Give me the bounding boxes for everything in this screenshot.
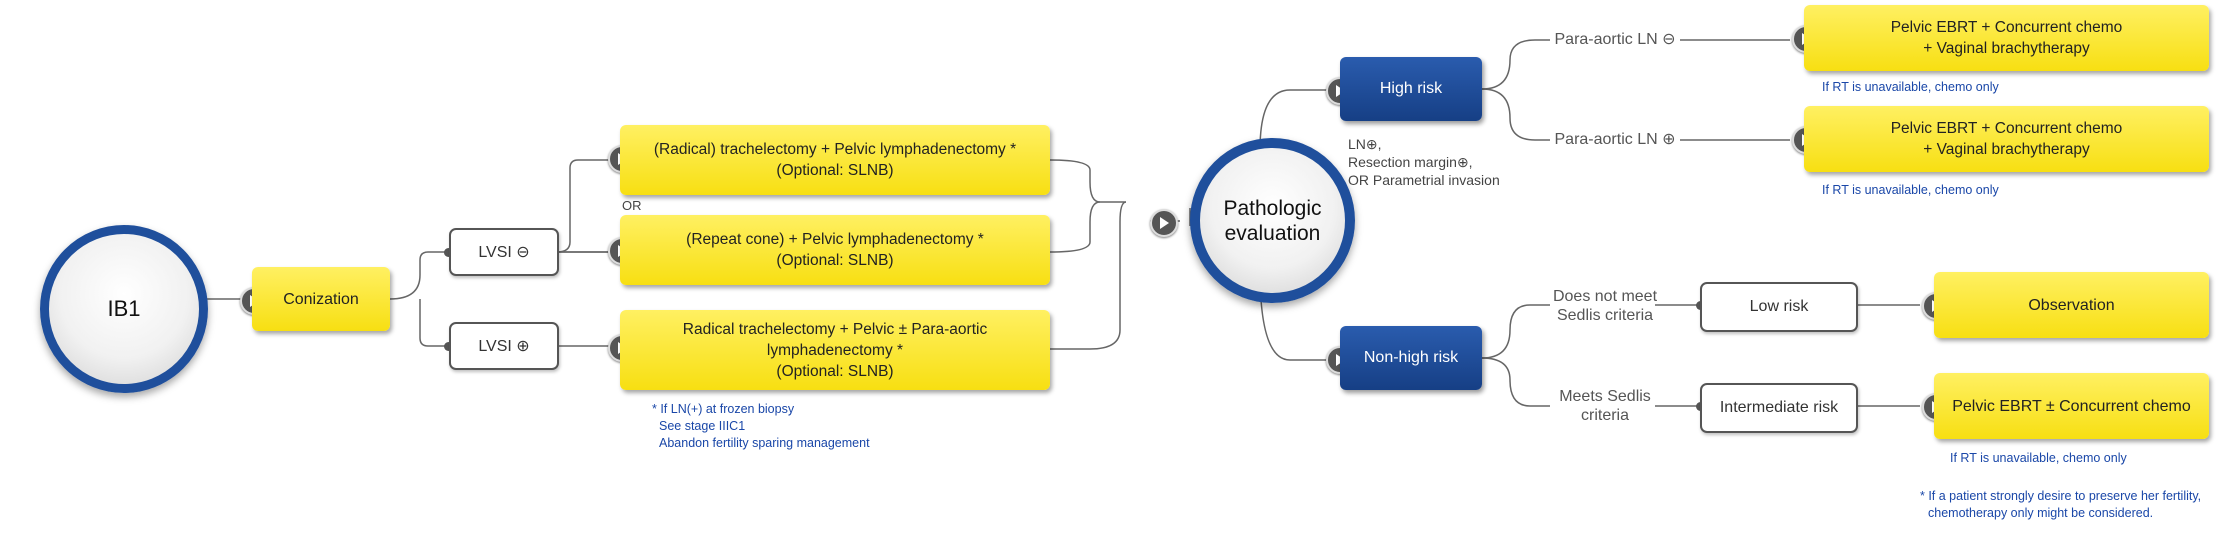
intermediate-risk-box: Intermediate risk bbox=[1700, 383, 1858, 433]
observation-box: Observation bbox=[1934, 272, 2209, 338]
arrow-icon bbox=[1150, 209, 1178, 237]
stage-ib1-label: IB1 bbox=[107, 296, 141, 321]
frozen-note-line1: * If LN(+) at frozen biopsy bbox=[652, 402, 795, 416]
stage-ib1-node: IB1 bbox=[40, 225, 208, 393]
repeat-cone-option-line1: (Repeat cone) + Pelvic lymphadenectomy * bbox=[686, 231, 984, 248]
non-high-risk-box: Non-high risk bbox=[1340, 326, 1482, 390]
fertility-note-line1: * If a patient strongly desire to preser… bbox=[1920, 489, 2202, 503]
repeat-cone-option-line2: (Optional: SLNB) bbox=[776, 252, 894, 269]
connector-dot bbox=[444, 248, 453, 257]
trachelectomy-option-line2: (Optional: SLNB) bbox=[776, 162, 894, 179]
criteria-parametrial: OR Parametrial invasion bbox=[1348, 172, 1500, 188]
fertility-note: * If a patient strongly desire to preser… bbox=[1920, 488, 2201, 522]
repeat-cone-option-box: (Repeat cone) + Pelvic lymphadenectomy *… bbox=[620, 215, 1050, 285]
radical-trachelectomy-line3: (Optional: SLNB) bbox=[776, 362, 894, 380]
not-sedlis-line1: Does not meet bbox=[1552, 288, 1658, 305]
radical-trachelectomy-line2: lymphadenectomy * bbox=[766, 341, 904, 359]
lvsi-positive-box: LVSI ⊕ bbox=[449, 322, 559, 370]
tx-pa-neg-line1: Pelvic EBRT + Concurrent chemo bbox=[1890, 19, 2123, 36]
meets-sedlis-label: Meets Sedlis criteria bbox=[1540, 387, 1670, 425]
tx-pa-pos-line2: + Vaginal brachytherapy bbox=[1923, 141, 2090, 158]
rt-unavailable-note: If RT is unavailable, chemo only bbox=[1950, 451, 2127, 465]
para-aortic-negative-label: Para-aortic LN ⊖ bbox=[1554, 31, 1676, 48]
not-sedlis-line2: Sedlis criteria bbox=[1556, 307, 1654, 324]
criteria-ln: LN⊕, bbox=[1348, 136, 1382, 152]
conization-label: Conization bbox=[283, 290, 359, 308]
high-risk-criteria: LN⊕, Resection margin⊕, OR Parametrial i… bbox=[1348, 135, 1500, 189]
observation-label: Observation bbox=[2028, 296, 2115, 314]
lvsi-negative-label: LVSI ⊖ bbox=[478, 244, 530, 261]
pathologic-label-line2: evaluation bbox=[1224, 221, 1321, 245]
not-sedlis-label: Does not meet Sedlis criteria bbox=[1540, 287, 1670, 325]
rt-unavailable-note: If RT is unavailable, chemo only bbox=[1822, 183, 1999, 197]
para-aortic-positive-label: Para-aortic LN ⊕ bbox=[1554, 131, 1676, 148]
conization-box: Conization bbox=[252, 267, 390, 331]
criteria-margin: Resection margin⊕, bbox=[1348, 154, 1473, 170]
tx-para-aortic-positive-box: Pelvic EBRT + Concurrent chemo + Vaginal… bbox=[1804, 106, 2209, 172]
tx-intermediate-label: Pelvic EBRT ± Concurrent chemo bbox=[1952, 397, 2191, 415]
low-risk-label: Low risk bbox=[1749, 298, 1809, 315]
high-risk-label: High risk bbox=[1379, 80, 1443, 97]
rt-unavailable-note: If RT is unavailable, chemo only bbox=[1822, 80, 1999, 94]
lvsi-negative-box: LVSI ⊖ bbox=[449, 228, 559, 276]
meets-sedlis-line1: Meets Sedlis bbox=[1559, 388, 1651, 405]
frozen-note-line2: See stage IIIC1 bbox=[659, 419, 746, 433]
pathologic-evaluation-node: Pathologic evaluation bbox=[1190, 138, 1355, 303]
high-risk-box: High risk bbox=[1340, 57, 1482, 121]
intermediate-risk-label: Intermediate risk bbox=[1719, 399, 1839, 416]
trachelectomy-option-box: (Radical) trachelectomy + Pelvic lymphad… bbox=[620, 125, 1050, 195]
tx-pa-pos-line1: Pelvic EBRT + Concurrent chemo bbox=[1890, 120, 2123, 137]
radical-trachelectomy-line1: Radical trachelectomy + Pelvic ± Para-ao… bbox=[682, 320, 988, 338]
non-high-risk-label: Non-high risk bbox=[1363, 349, 1459, 366]
tx-intermediate-box: Pelvic EBRT ± Concurrent chemo bbox=[1934, 373, 2209, 439]
fertility-note-line2: chemotherapy only might be considered. bbox=[1928, 506, 2154, 520]
low-risk-box: Low risk bbox=[1700, 282, 1858, 332]
connector-dot bbox=[444, 342, 453, 351]
or-label: OR bbox=[622, 198, 642, 213]
meets-sedlis-line2: criteria bbox=[1580, 407, 1629, 424]
tx-pa-neg-line2: + Vaginal brachytherapy bbox=[1923, 40, 2090, 57]
frozen-biopsy-note: * If LN(+) at frozen biopsy See stage II… bbox=[652, 401, 870, 452]
tx-para-aortic-negative-box: Pelvic EBRT + Concurrent chemo + Vaginal… bbox=[1804, 5, 2209, 71]
pathologic-label-line1: Pathologic bbox=[1223, 196, 1322, 220]
radical-trachelectomy-option-box: Radical trachelectomy + Pelvic ± Para-ao… bbox=[620, 310, 1050, 390]
trachelectomy-option-line1: (Radical) trachelectomy + Pelvic lymphad… bbox=[653, 141, 1017, 158]
lvsi-positive-label: LVSI ⊕ bbox=[478, 338, 530, 355]
frozen-note-line3: Abandon fertility sparing management bbox=[659, 436, 870, 450]
